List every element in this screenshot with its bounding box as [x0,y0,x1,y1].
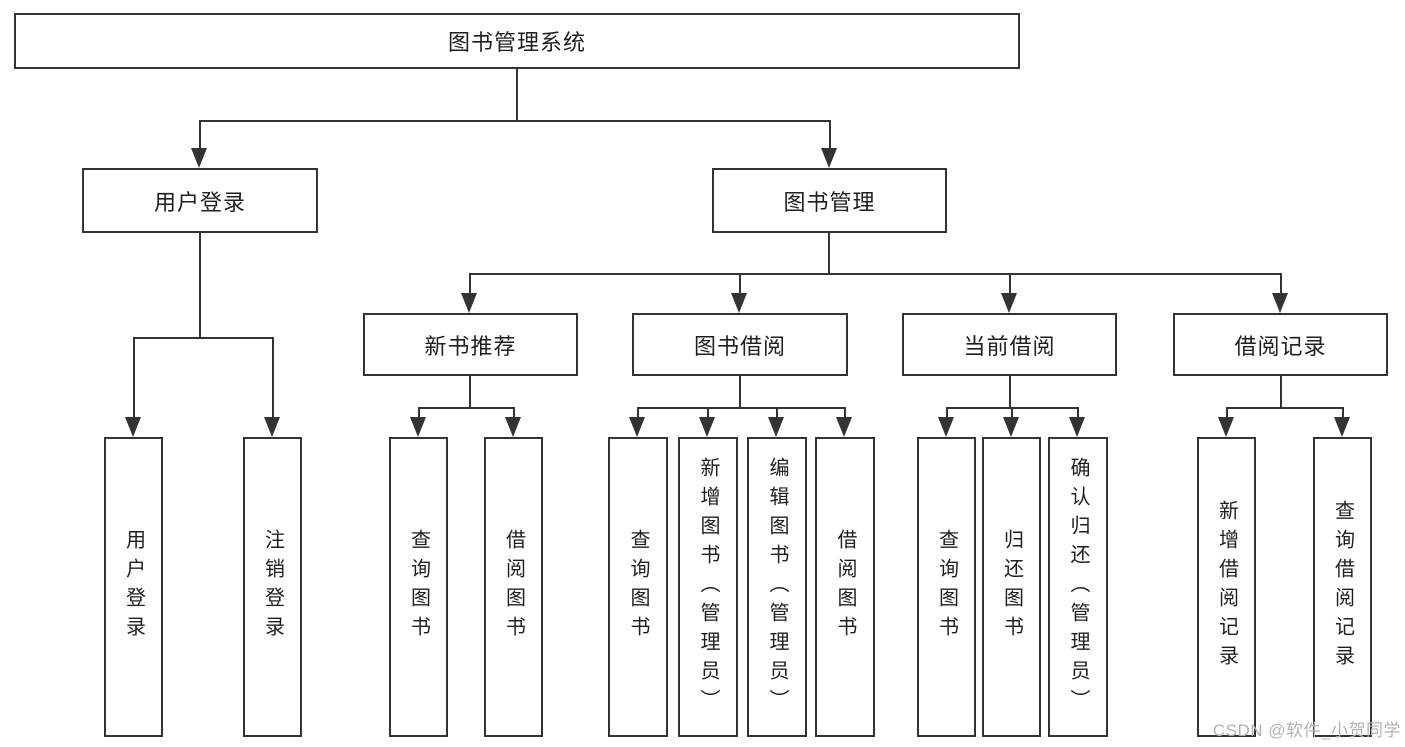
arrow-down-icon [1334,417,1350,437]
leaf-return-books: 归还图书 [982,437,1041,737]
leaf-label: 查询图书 [935,529,958,645]
arrow-down-icon [505,417,521,437]
edge-root-to-user-login [199,120,201,150]
edge-leaf-stub [1011,407,1013,419]
edge-book-mgmt-branch [469,273,1282,275]
leaf-edit-books-admin: 编辑图书（管理员） [747,437,807,737]
arrow-down-icon [410,417,426,437]
node-library-system: 图书管理系统 [14,13,1020,69]
arrow-down-icon [191,148,207,168]
edge-borrow-records-branch [1226,407,1343,409]
leaf-label: 查询图书 [627,529,649,645]
leaf-query-books: 查询图书 [917,437,976,737]
leaf-query-books: 查询图书 [389,437,448,737]
leaf-label: 新增图书（管理员） [697,456,719,718]
arrow-down-icon [821,148,837,168]
arrow-down-icon [1003,417,1019,437]
node-user-login: 用户登录 [82,168,318,233]
edge-user-login-stem [199,233,201,337]
arrow-down-icon [264,417,280,437]
edge-new-books-stem [469,376,471,407]
arrow-down-icon [461,293,477,313]
edge-user-login-branch [133,337,273,339]
edge-root-branch [199,120,831,122]
leaf-logout: 注销登录 [243,437,302,737]
arrow-down-icon [1272,293,1288,313]
edge-leaf-stub [776,407,778,419]
edge-book-borrow-stem [739,376,741,407]
edge-book-mgmt-stem [828,233,830,273]
edge-borrow-records-stem [1280,376,1282,407]
leaf-query-borrow-record: 查询借阅记录 [1313,437,1372,737]
edge-to-current-borrow [1009,273,1011,295]
edge-book-borrow-branch [637,407,845,409]
leaf-label: 归还图书 [1000,529,1023,645]
edge-new-books-branch [418,407,514,409]
arrow-down-icon [125,417,141,437]
edge-leaf-stub [418,407,420,419]
leaf-label: 新增借阅记录 [1215,500,1238,674]
leaf-query-books: 查询图书 [608,437,668,737]
edge-leaf-stub [844,407,846,419]
leaf-label: 查询图书 [407,529,430,645]
leaf-confirm-return-admin: 确认归还（管理员） [1048,437,1108,737]
edge-root-to-book-mgmt [829,120,831,150]
edge-to-book-borrow [739,273,741,295]
node-new-book-recommend: 新书推荐 [363,313,578,376]
watermark: CSDN @软件_小贺同学 [1212,721,1401,740]
edge-leaf-stub [946,407,948,419]
edge-leaf-stub [1342,407,1344,419]
edge-to-borrow-records [1280,273,1282,295]
arrow-down-icon [1069,417,1085,437]
leaf-label: 查询借阅记录 [1331,500,1354,674]
leaf-label: 借阅图书 [834,529,856,645]
edge-root-stem [516,69,518,120]
edge-leaf-stub [1226,407,1228,419]
arrow-down-icon [938,417,954,437]
leaf-borrow-books: 借阅图书 [484,437,543,737]
node-book-borrow: 图书借阅 [632,313,848,376]
edge-current-borrow-stem [1009,376,1011,407]
leaf-user-login: 用户登录 [104,437,163,737]
edge-leaf-stub [1077,407,1079,419]
leaf-add-borrow-record: 新增借阅记录 [1197,437,1256,737]
arrow-down-icon [836,417,852,437]
node-book-management: 图书管理 [712,168,947,233]
leaf-label: 编辑图书（管理员） [766,456,788,718]
leaf-label: 用户登录 [122,529,145,645]
edge-leaf-stub [513,407,515,419]
edge-to-new-books [469,273,471,295]
leaf-add-books-admin: 新增图书（管理员） [678,437,738,737]
arrow-down-icon [731,293,747,313]
arrow-down-icon [1001,293,1017,313]
node-current-borrow: 当前借阅 [902,313,1117,376]
arrow-down-icon [629,417,645,437]
edge-to-logout-leaf [272,337,274,419]
leaf-label: 借阅图书 [502,529,525,645]
edge-to-user-login-leaf [133,337,135,419]
arrow-down-icon [1218,417,1234,437]
edge-leaf-stub [707,407,709,419]
leaf-label: 注销登录 [261,529,284,645]
leaf-borrow-books: 借阅图书 [815,437,875,737]
leaf-label: 确认归还（管理员） [1067,456,1089,718]
arrow-down-icon [699,417,715,437]
edge-leaf-stub [637,407,639,419]
node-borrow-records: 借阅记录 [1173,313,1388,376]
arrow-down-icon [768,417,784,437]
